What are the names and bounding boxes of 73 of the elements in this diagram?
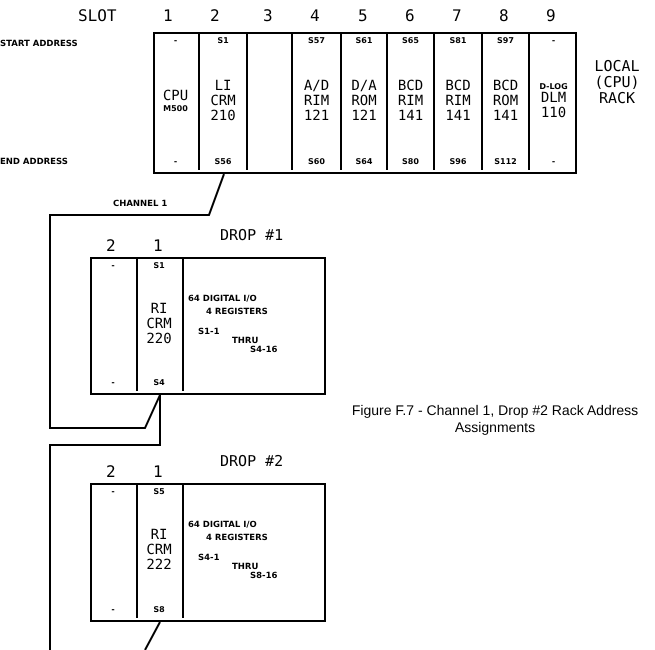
start-address: - — [552, 36, 556, 45]
rack-frame — [90, 257, 326, 395]
start-address: S5 — [153, 487, 165, 496]
slot-number: 6 — [405, 6, 415, 25]
slot-number: 1 — [163, 6, 173, 25]
address-range: S4-16 — [250, 345, 278, 355]
module-name: M500 — [163, 104, 188, 113]
slot-number: 2 — [210, 6, 220, 25]
rack-frame — [90, 483, 326, 622]
io-description: 64 DIGITAL I/O — [188, 520, 257, 530]
end-address: - — [552, 157, 556, 166]
address-range: S8-16 — [250, 571, 278, 581]
module-name: D-LOG — [539, 82, 568, 90]
end-address: S8 — [153, 605, 165, 614]
rack-title: LOCAL (CPU) RACK — [593, 58, 641, 106]
end-address: S56 — [214, 157, 232, 166]
row-label: END ADDRESS — [0, 157, 68, 167]
module-name: RI CRM 222 — [145, 528, 173, 573]
module-name: D/A ROM 121 — [350, 78, 378, 124]
start-address: S81 — [450, 36, 466, 45]
end-address: S112 — [494, 157, 517, 166]
start-address: S1 — [153, 261, 165, 270]
address-range: S1-1 — [198, 327, 220, 337]
address-range: THRU — [232, 336, 258, 346]
io-description: 4 REGISTERS — [206, 307, 268, 317]
address-range: S4-1 — [198, 553, 220, 563]
io-description: 64 DIGITAL I/O — [188, 294, 257, 304]
start-address: S57 — [308, 36, 325, 45]
end-address: S4 — [153, 378, 165, 387]
start-address: S1 — [217, 36, 229, 45]
end-address: S96 — [450, 157, 466, 166]
start-address: - — [111, 487, 115, 496]
slot-number: 5 — [358, 6, 368, 25]
start-address: S61 — [356, 36, 372, 45]
row-label: START ADDRESS — [0, 39, 78, 49]
start-address: - — [111, 261, 115, 270]
rack-frame — [153, 32, 577, 174]
edge-label: CHANNEL 1 — [112, 199, 168, 209]
slot-number: 1 — [153, 236, 163, 255]
slot-number: 2 — [106, 236, 116, 255]
cable-line — [49, 395, 161, 650]
rack-title: DROP #2 — [220, 452, 284, 470]
end-address: - — [174, 157, 178, 166]
module-name: BCD RIM 141 — [396, 78, 424, 124]
end-address: - — [111, 378, 115, 387]
slot-number: 8 — [499, 6, 509, 25]
module-name: CPU — [162, 89, 188, 104]
figure-caption: Figure F.7 - Channel 1, Drop #2 Rack Address Assignments — [350, 402, 640, 436]
cable-line — [49, 174, 225, 429]
start-address: S97 — [497, 36, 514, 45]
slot-number: 4 — [310, 6, 320, 25]
module-name: BCD RIM 141 — [444, 78, 472, 124]
slot-number: 2 — [106, 462, 116, 481]
module-name: BCD ROM 141 — [492, 78, 520, 124]
start-address: S65 — [402, 36, 419, 45]
module-name: DLM 110 — [540, 90, 568, 120]
module-name: LI CRM 210 — [209, 78, 237, 124]
end-address: - — [111, 605, 115, 614]
slot-number: 7 — [452, 6, 462, 25]
slot-number: 3 — [263, 6, 273, 25]
end-address: S80 — [402, 157, 419, 166]
header-label: SLOT — [78, 6, 117, 25]
cable-line — [144, 622, 161, 650]
slot-number: 1 — [153, 462, 163, 481]
io-description: 4 REGISTERS — [206, 533, 268, 543]
module-name: A/D RIM 121 — [302, 78, 330, 124]
module-name: RI CRM 220 — [145, 302, 173, 346]
start-address: - — [174, 36, 178, 45]
end-address: S60 — [308, 157, 325, 166]
rack-title: DROP #1 — [220, 226, 284, 244]
end-address: S64 — [356, 157, 372, 166]
address-range: THRU — [232, 562, 258, 572]
slot-number: 9 — [546, 6, 556, 25]
